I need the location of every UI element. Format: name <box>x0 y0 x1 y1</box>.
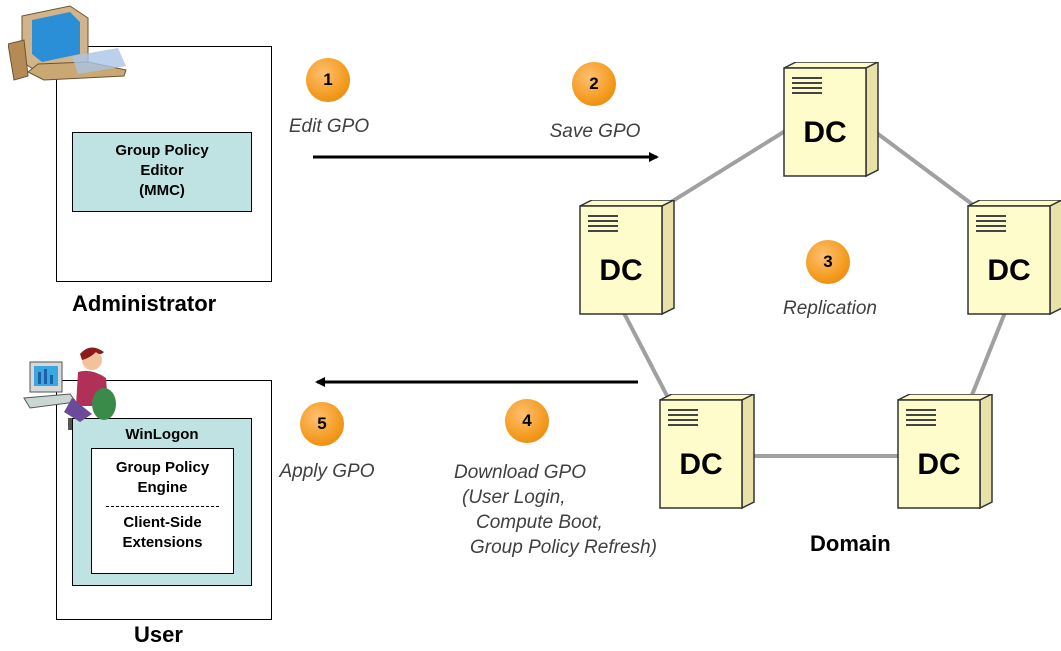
step-2-label: Save GPO <box>549 121 641 142</box>
admin-caption: Administrator <box>72 291 217 316</box>
step-4-line4: Group Policy Refresh) <box>470 537 657 558</box>
dc-right-label: DC <box>987 254 1030 287</box>
step-2-badge: 2 <box>572 62 616 106</box>
engine-line1: Group Policy <box>115 459 210 476</box>
cse-line2: Extensions <box>122 534 203 551</box>
step-1-badge: 1 <box>306 58 350 102</box>
winlogon-label: WinLogon <box>125 426 199 443</box>
editor-line3: (MMC) <box>139 182 185 199</box>
step-5-badge: 5 <box>300 402 344 446</box>
domain-caption: Domain <box>810 531 891 556</box>
engine-divider <box>106 506 219 507</box>
computer-icon <box>8 5 127 81</box>
dc-bottom-left-server-icon: DC <box>659 394 755 510</box>
dc-bottom-right-label: DC <box>917 448 960 481</box>
step-4-badge: 4 <box>505 399 549 443</box>
step-3-badge: 3 <box>806 240 850 284</box>
step-3-label: Replication <box>783 298 877 319</box>
step-5-label: Apply GPO <box>279 461 375 482</box>
dc-top-label: DC <box>803 116 846 149</box>
step-4-line2: (User Login, <box>462 487 566 508</box>
group-policy-editor-box: Group Policy Editor (MMC) <box>72 132 252 212</box>
user-at-computer-icon <box>23 347 116 430</box>
engine-box: Group Policy Engine Client-Side Extensio… <box>91 448 234 574</box>
dc-bottom-right-server-icon: DC <box>897 394 993 510</box>
dc-right-server-icon: DC <box>967 200 1061 316</box>
step-4-line3: Compute Boot, <box>476 512 603 533</box>
step-4-line1: Download GPO <box>454 462 587 483</box>
dc-top-server-icon: DC <box>783 62 879 178</box>
dc-left-label: DC <box>599 254 642 287</box>
editor-line2: Editor <box>140 162 184 179</box>
editor-line1: Group Policy <box>115 142 209 159</box>
dc-bottom-left-label: DC <box>679 448 722 481</box>
step-1-label: Edit GPO <box>288 116 370 137</box>
step-4-label: Download GPO (User Login, Compute Boot, … <box>440 460 710 560</box>
engine-line2: Engine <box>137 479 188 496</box>
user-caption: User <box>134 622 183 647</box>
dc-left-server-icon: DC <box>579 200 675 316</box>
cse-line1: Client-Side <box>123 514 202 531</box>
